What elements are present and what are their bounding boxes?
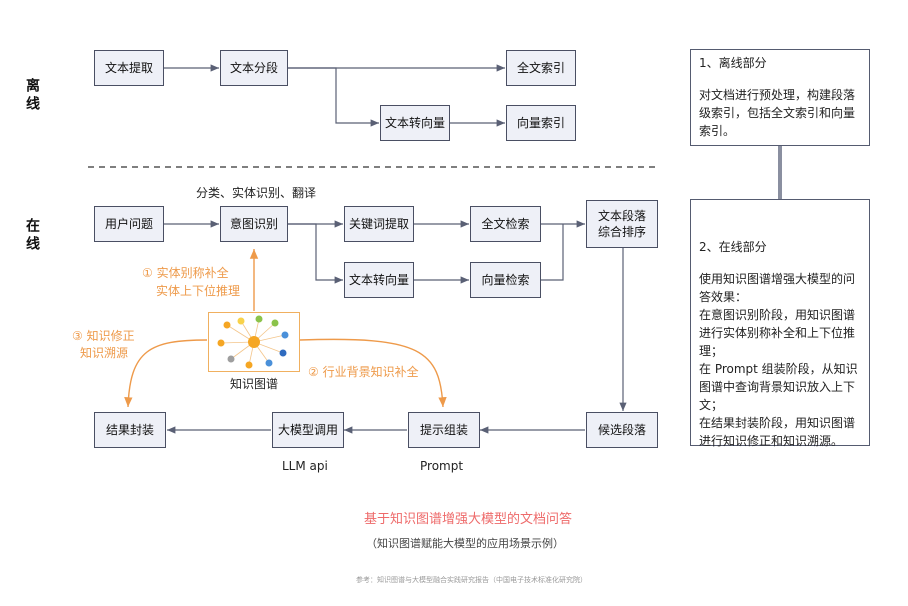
offline-section-label: 离线	[24, 78, 40, 114]
kg-to-result-arrow	[124, 339, 208, 408]
user-question-box: 用户问题	[94, 206, 164, 242]
intent-tasks-label: 分类、实体识别、翻译	[196, 186, 317, 200]
online-panel-line-0: 使用知识图谱增强大模型的问答效果：	[699, 272, 856, 304]
online-panel-title: 2、在线部分	[699, 240, 767, 254]
llm-api-label: LLM api	[282, 459, 328, 473]
kg-to-prompt-arrow	[299, 338, 447, 408]
vector-search-box: 向量检索	[470, 262, 541, 298]
keyword-extract-box: 关键词提取	[344, 206, 414, 242]
prompt-assembly-box: 提示组装	[408, 412, 480, 448]
text-segment-box: 文本分段	[220, 50, 288, 86]
offline-panel-title: 1、离线部分	[699, 56, 767, 70]
llm-call-box: 大模型调用	[272, 412, 344, 448]
result-wrap-box: 结果封装	[94, 412, 166, 448]
intent-recognition-box: 意图识别	[220, 206, 288, 242]
offline-panel-body: 对文档进行预处理，构建段落级索引，包括全文索引和向量索引。	[699, 88, 856, 138]
knowledge-graph-label: 知识图谱	[230, 377, 279, 391]
online-section-label: 在线	[24, 218, 40, 254]
step1-line2: 实体上下位推理	[156, 284, 241, 298]
arrow-vector-search-rank	[541, 224, 564, 281]
fulltext-index-box: 全文索引	[506, 50, 576, 86]
step1-line1: ① 实体别称补全	[142, 266, 229, 280]
offline-text-to-vector-box: 文本转向量	[380, 105, 450, 141]
text-extract-box: 文本提取	[94, 50, 164, 86]
paragraph-rank-line1: 文本段落	[597, 209, 646, 223]
arrow-intent-to-vector	[288, 223, 343, 284]
source-note: 参考：知识图谱与大模型融合实践研究报告（中国电子技术标准化研究院）	[356, 576, 587, 584]
fulltext-search-box: 全文检索	[470, 206, 541, 242]
candidate-paragraphs-box: 候选段落	[586, 412, 658, 448]
prompt-label: Prompt	[420, 459, 464, 473]
paragraph-rank-line2: 综合排序	[597, 225, 646, 239]
online-panel-line-3: 在结果封装阶段，用知识图谱进行知识修正和知识溯源。	[699, 416, 856, 448]
arrow-segment-to-vector	[288, 67, 379, 127]
online-description-panel: 2、在线部分 使用知识图谱增强大模型的问答效果： 在意图识别阶段，用知识图谱进行…	[690, 199, 870, 448]
online-text-to-vector-box: 文本转向量	[344, 262, 414, 298]
step3-line2: 知识溯源	[80, 346, 129, 360]
online-panel-line-1: 在意图识别阶段，用知识图谱进行实体别称补全和上下位推理；	[699, 308, 856, 358]
online-panel-line-2: 在 Prompt 组装阶段，从知识图谱中查询背景知识放入上下文；	[699, 362, 858, 412]
knowledge-graph-icon	[208, 312, 300, 372]
paragraph-rank-box: 文本段落 综合排序	[586, 200, 658, 248]
step3-line1: ③ 知识修正	[72, 329, 135, 343]
offline-description-panel: 1、离线部分 对文档进行预处理，构建段落级索引，包括全文索引和向量索引。	[690, 49, 870, 146]
vector-index-box: 向量索引	[506, 105, 576, 141]
step2-label: ② 行业背景知识补全	[308, 365, 419, 379]
caption-title: 基于知识图谱增强大模型的文档问答	[364, 512, 573, 527]
caption-subtitle: （知识图谱赋能大模型的应用场景示例）	[366, 537, 564, 550]
